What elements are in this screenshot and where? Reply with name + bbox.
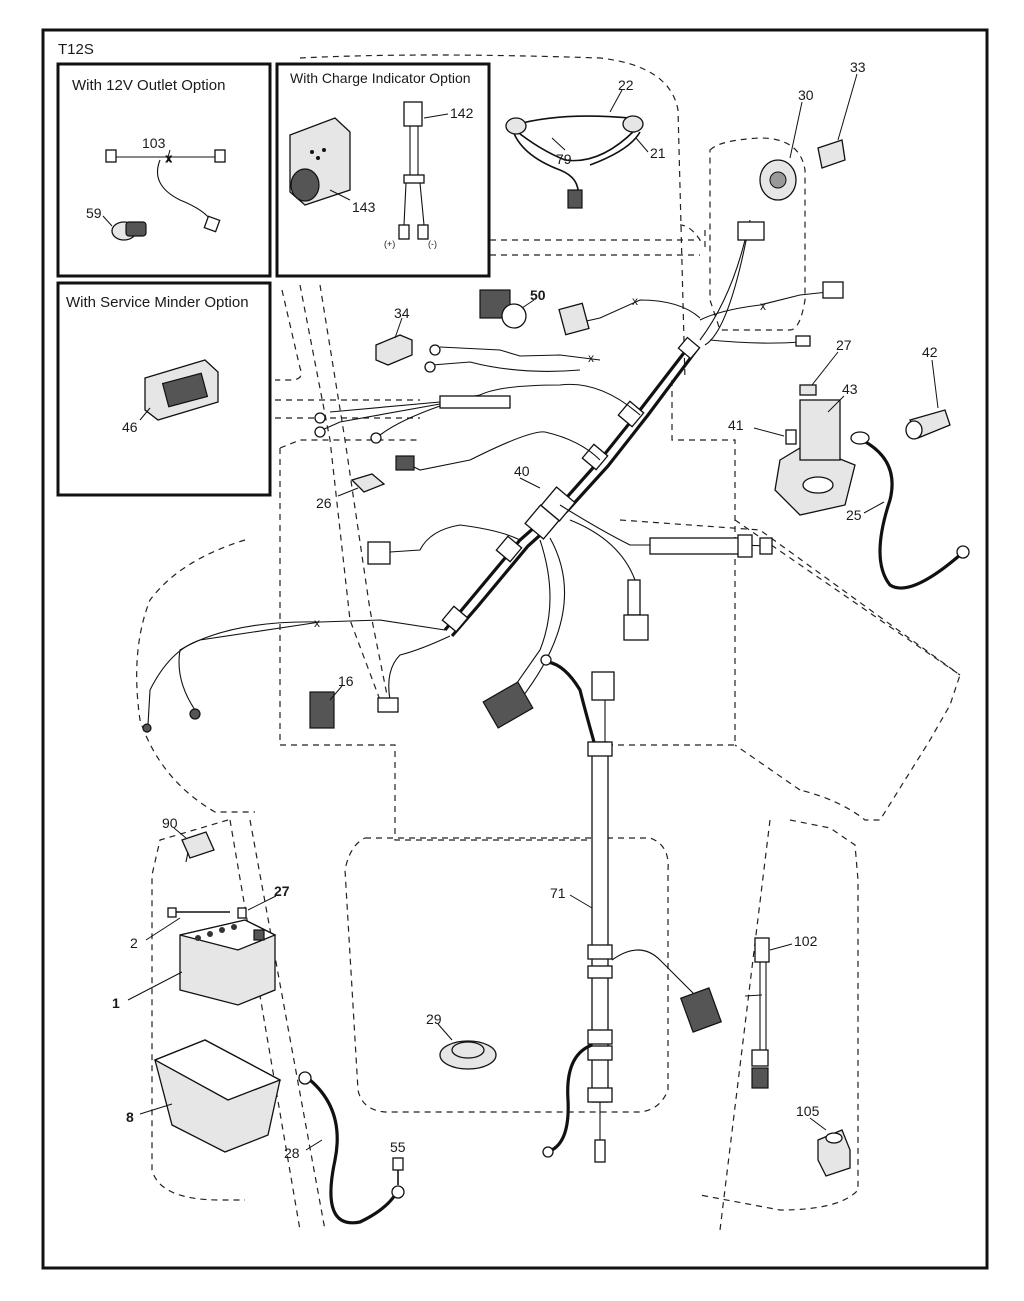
callout-34: 34 bbox=[394, 305, 410, 321]
ignition-switch: 30 33 bbox=[759, 59, 866, 201]
callout-143: 143 bbox=[352, 199, 376, 215]
callout-27b: 27 bbox=[274, 883, 290, 899]
callout-142: 142 bbox=[450, 105, 474, 121]
svg-text:x: x bbox=[760, 299, 766, 313]
light-50: 50 bbox=[479, 287, 546, 329]
option-box-service-minder: With Service Minder Option 46 bbox=[56, 281, 272, 497]
battery-1: 1 bbox=[112, 919, 277, 1011]
bolt-55: 55 bbox=[390, 1139, 406, 1185]
battery-hardware: 2 27 bbox=[130, 883, 290, 951]
terminal-positive: (+) bbox=[384, 239, 395, 249]
callout-41: 41 bbox=[728, 417, 744, 433]
cable-25: 25 bbox=[846, 431, 970, 590]
battery-tray-8: 8 bbox=[126, 1039, 282, 1153]
option-title-service-minder: With Service Minder Option bbox=[66, 294, 249, 311]
callout-103: 103 bbox=[142, 135, 166, 151]
horn-29: 29 bbox=[426, 1011, 497, 1070]
callout-102: 102 bbox=[794, 933, 818, 949]
callout-30: 30 bbox=[798, 87, 814, 103]
model-code: T12S bbox=[58, 41, 94, 58]
cable-28: 28 bbox=[284, 1071, 405, 1225]
main-harness: x x x x bbox=[142, 219, 844, 733]
svg-text:x: x bbox=[632, 294, 638, 308]
callout-42: 42 bbox=[922, 344, 938, 360]
callout-2: 2 bbox=[130, 935, 138, 951]
callout-59: 59 bbox=[86, 205, 102, 221]
callout-43: 43 bbox=[842, 381, 858, 397]
callout-29: 29 bbox=[426, 1011, 442, 1027]
callout-28: 28 bbox=[284, 1145, 300, 1161]
solenoid-assembly: 27 43 41 bbox=[728, 337, 858, 516]
callout-79: 79 bbox=[556, 151, 572, 167]
callout-16: 16 bbox=[338, 673, 354, 689]
tractor-outline bbox=[136, 54, 961, 1231]
callout-33: 33 bbox=[850, 59, 866, 75]
solenoid-105: 105 bbox=[796, 1103, 851, 1177]
switch-34: 34 bbox=[375, 305, 413, 366]
svg-text:x: x bbox=[588, 351, 594, 365]
regulator-90: 90 bbox=[162, 815, 215, 863]
harness-71: 71 bbox=[540, 654, 723, 1163]
option-title-charge-indicator: With Charge Indicator Option bbox=[290, 70, 471, 86]
callout-90: 90 bbox=[162, 815, 178, 831]
callout-50: 50 bbox=[530, 287, 546, 303]
harness-102: 102 bbox=[744, 933, 818, 1089]
callout-8: 8 bbox=[126, 1109, 134, 1125]
callout-1: 1 bbox=[112, 995, 120, 1011]
callout-40: 40 bbox=[514, 463, 530, 479]
option-title-12v-outlet: With 12V Outlet Option bbox=[72, 77, 225, 94]
relay-16: 16 bbox=[309, 673, 354, 729]
callout-71: 71 bbox=[550, 885, 566, 901]
terminal-negative: (-) bbox=[428, 239, 437, 249]
svg-text:x: x bbox=[166, 153, 172, 165]
callout-46: 46 bbox=[122, 419, 138, 435]
callout-26: 26 bbox=[316, 495, 332, 511]
terminal-boot-42: 42 bbox=[905, 344, 951, 440]
option-box-charge-indicator: With Charge Indicator Option 143 142 (+)… bbox=[275, 62, 491, 278]
outer-frame bbox=[41, 28, 989, 1270]
callout-55: 55 bbox=[390, 1139, 406, 1155]
fuse-26: 26 bbox=[316, 473, 386, 511]
callout-27: 27 bbox=[836, 337, 852, 353]
callout-22: 22 bbox=[618, 77, 634, 93]
callout-25: 25 bbox=[846, 507, 862, 523]
callout-21: 21 bbox=[650, 145, 666, 161]
headlight-harness: 22 79 21 bbox=[505, 77, 666, 209]
svg-text:x: x bbox=[314, 616, 320, 630]
option-box-12v-outlet: With 12V Outlet Option x 103 59 bbox=[56, 62, 272, 278]
callout-105: 105 bbox=[796, 1103, 820, 1119]
